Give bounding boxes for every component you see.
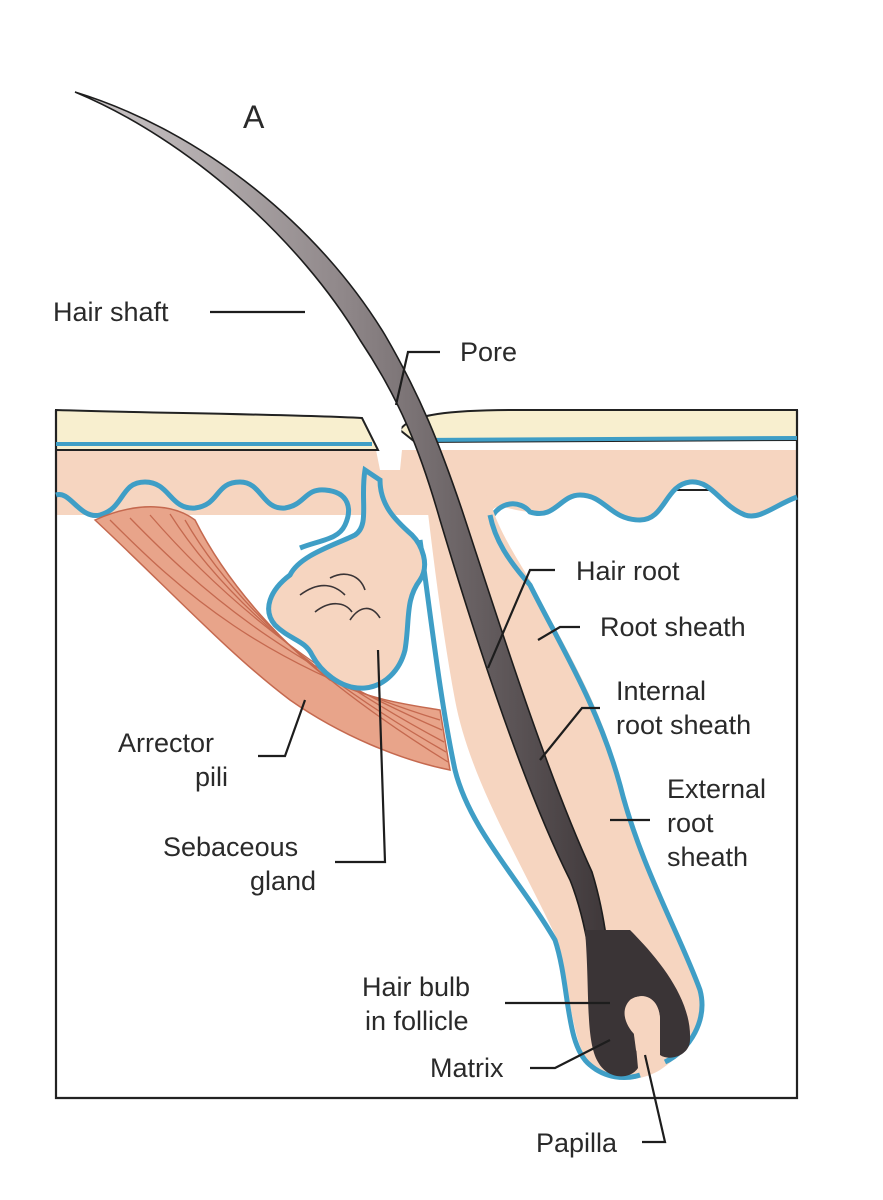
papilla (630, 996, 660, 1058)
leader-arrector-pili (258, 699, 307, 758)
label-hair-bulb-1: Hair bulb (362, 972, 470, 1002)
sebaceous-gland (266, 465, 427, 691)
label-hair-root: Hair root (576, 556, 680, 586)
label-internal-root-sheath-1: Internal (616, 676, 706, 706)
label-hair-bulb-2: in follicle (365, 1006, 469, 1036)
block-border-top (54, 410, 799, 1100)
label-matrix: Matrix (430, 1053, 504, 1083)
leader-lines (210, 310, 667, 1144)
hair-bulb (585, 930, 691, 1077)
label-external-root-sheath-2: root (667, 808, 714, 838)
dermal-papillae-left (55, 479, 351, 551)
external-root-sheath (487, 514, 705, 1065)
arrector-pili-muscle (93, 506, 451, 771)
label-external-root-sheath-1: External (667, 774, 766, 804)
label-hair-shaft: Hair shaft (53, 297, 169, 327)
leader-root-sheath (537, 625, 580, 641)
internal-root-sheath-line (417, 539, 641, 1080)
leader-hair-root (486, 568, 555, 669)
label-sebaceous-gland-2: gland (250, 866, 316, 896)
hair-follicle (74, 91, 705, 1080)
label-sebaceous-gland-1: Sebaceous (163, 832, 298, 862)
label-root-sheath: Root sheath (600, 612, 746, 642)
label-arrector-pili-2: pili (195, 762, 228, 792)
epidermis-left (55, 408, 380, 451)
labels: A Hair shaft Pore Hair root Root sheath … (53, 99, 766, 1158)
label-papilla: Papilla (536, 1128, 618, 1158)
label-internal-root-sheath-2: root sheath (616, 710, 751, 740)
leader-papilla (642, 1054, 667, 1144)
dermal-papillae-right (487, 479, 798, 523)
leader-sebaceous-gland (335, 649, 387, 864)
sebaceous-lobules (299, 573, 381, 621)
leader-internal-root-sheath (539, 706, 600, 761)
leader-pore (394, 350, 440, 406)
label-arrector-pili-1: Arrector (118, 728, 214, 758)
basement-membrane-top-right (414, 436, 798, 442)
figure-letter: A (243, 99, 265, 135)
leader-matrix (530, 1039, 611, 1070)
pore-opening (376, 418, 402, 455)
label-pore: Pore (460, 337, 517, 367)
label-external-root-sheath-3: sheath (667, 842, 748, 872)
